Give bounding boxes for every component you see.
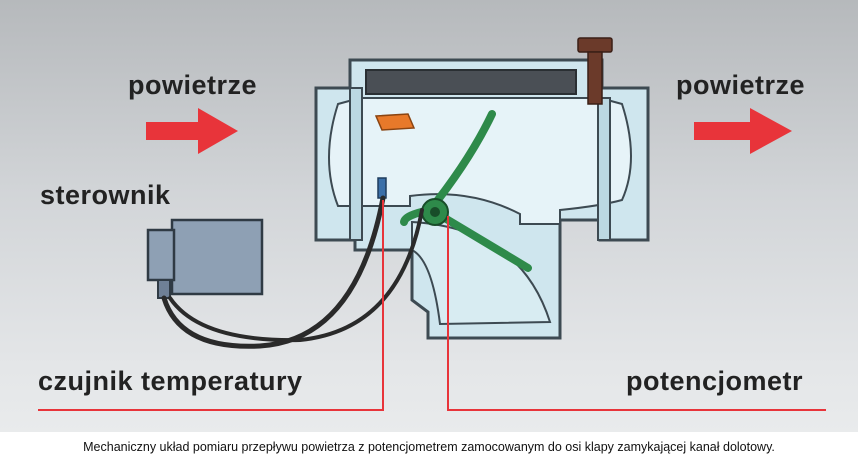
flap-assembly xyxy=(400,110,532,272)
temperature-probe xyxy=(377,177,387,199)
flap-cable xyxy=(168,208,424,343)
temperature-sensor-label: czujnik temperatury xyxy=(38,366,303,396)
air-inlet-label: powietrze xyxy=(128,70,258,100)
sensor-cable xyxy=(161,195,386,349)
sensor-element xyxy=(374,113,416,131)
temp-sensor-leader-line xyxy=(38,200,384,411)
controller-box xyxy=(146,218,264,299)
air-channel xyxy=(328,97,632,225)
caption-band xyxy=(0,432,858,470)
potentiometer-label: potencjometr xyxy=(626,366,804,396)
air-outlet-label: powietrze xyxy=(676,70,806,100)
controller-label: sterownik xyxy=(40,180,171,210)
figure-caption: Mechaniczny układ pomiaru przepływu powi… xyxy=(83,440,775,454)
outlet-flange xyxy=(597,97,611,241)
air-outlet-arrow xyxy=(694,108,792,154)
potentiometer-leader-line xyxy=(447,216,826,411)
air-inlet-arrow xyxy=(146,108,238,154)
bypass-top-channel xyxy=(365,69,577,95)
adjust-screw xyxy=(577,37,613,105)
inlet-flange xyxy=(349,87,363,241)
